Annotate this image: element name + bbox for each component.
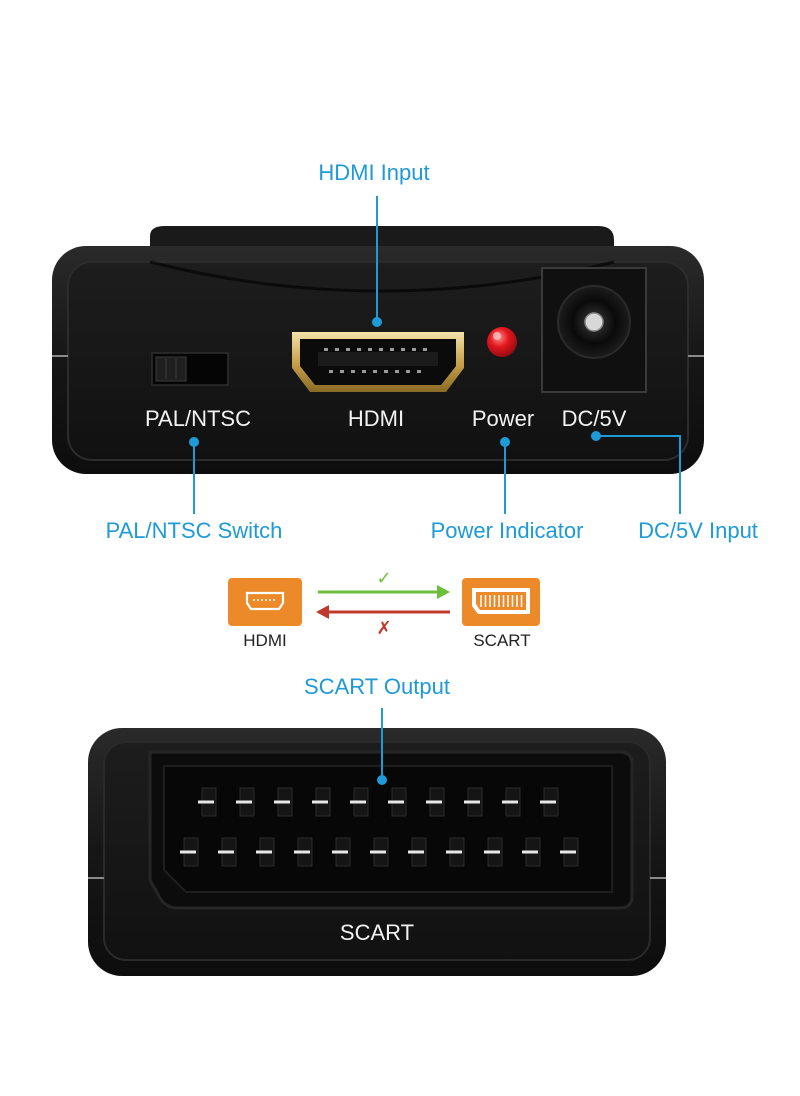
hdmi-port[interactable]	[292, 332, 464, 392]
dc-input-callout: DC/5V Input	[638, 518, 758, 543]
pal-ntsc-label: PAL/NTSC	[145, 406, 251, 431]
power-indicator-callout: Power Indicator	[431, 518, 584, 543]
scart-socket[interactable]	[148, 750, 634, 910]
power-label: Power	[472, 406, 534, 431]
hdmi-pins	[324, 348, 427, 373]
dc-label: DC/5V	[562, 406, 627, 431]
scart-icon-label: SCART	[473, 631, 530, 650]
top-callout-lines	[189, 196, 681, 514]
converter-front-panel: PAL/NTSC HDMI Power DC/5V	[52, 226, 704, 474]
scart-output-callout: SCART Output	[304, 674, 450, 699]
hdmi-label: HDMI	[348, 406, 404, 431]
hdmi-port-icon	[228, 578, 302, 626]
hdmi-input-callout: HDMI Input	[318, 160, 429, 185]
scart-pins	[180, 787, 579, 867]
conversion-direction: HDMI ✓ ✗ SCART	[228, 568, 540, 650]
hdmi-icon-label: HDMI	[243, 631, 286, 650]
scart-callout-line	[377, 708, 387, 785]
reverse-cross-mark: ✗	[376, 618, 391, 639]
scart-port-icon	[462, 578, 540, 626]
power-led	[487, 327, 517, 357]
pal-ntsc-switch[interactable]	[151, 352, 229, 386]
dc-5v-jack[interactable]	[541, 267, 647, 393]
converter-scart-panel: SCART	[88, 728, 666, 976]
scart-label: SCART	[340, 920, 414, 945]
forward-check-mark: ✓	[376, 568, 391, 589]
pal-ntsc-switch-callout: PAL/NTSC Switch	[106, 518, 283, 543]
